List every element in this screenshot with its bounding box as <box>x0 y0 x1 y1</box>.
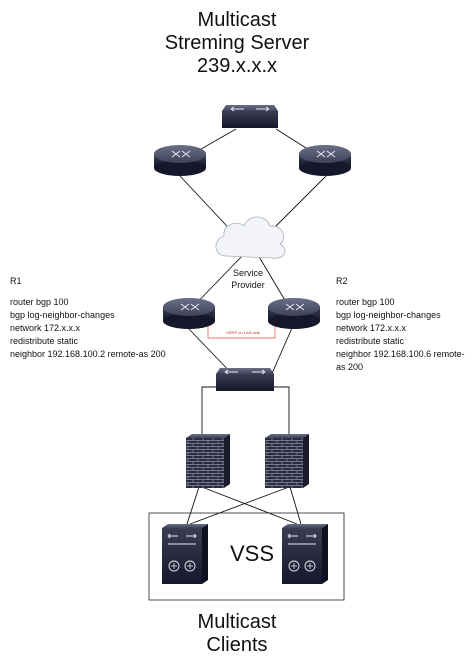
link-left-fw-right-vss <box>201 486 298 525</box>
links <box>179 128 327 525</box>
router-icon <box>163 298 215 329</box>
link-r2-switch <box>269 327 293 379</box>
r1-config-line: router bgp 100 <box>10 297 69 307</box>
link-right-fw-left-vss <box>189 486 290 525</box>
core-switch-icon <box>162 524 208 584</box>
core-switch-icon <box>282 524 328 584</box>
r2-config: router bgp 100 bgp log-neighbor-changes … <box>336 296 465 374</box>
router-icon <box>154 145 206 176</box>
link-left-fw-left-vss <box>186 486 200 525</box>
link-switch-right-firewall <box>270 386 290 438</box>
r2-config-line: bgp log-neighbor-changes <box>336 310 441 320</box>
switch-icon <box>222 105 278 128</box>
service-provider-label: Service Provider <box>218 267 278 291</box>
vss-label: VSS <box>230 541 275 566</box>
server-title-line2: Streming Server <box>164 32 310 54</box>
router-icon <box>299 145 351 176</box>
service-provider-line2: Provider <box>231 280 265 290</box>
r2-title: R2 <box>336 276 348 286</box>
server-title-line3: 239.x.x.x <box>196 55 278 77</box>
r1-title: R1 <box>10 276 22 286</box>
clients-title-line2: Clients <box>206 634 268 656</box>
r1-config-line: neighbor 192.168.100.2 remote-as 200 <box>10 349 166 359</box>
link-right-fw-right-vss <box>289 486 302 525</box>
r1-config-line: redistribute static <box>10 336 79 346</box>
r2-config-line: neighbor 192.168.100.6 remote- <box>336 349 465 359</box>
firewall-icon <box>265 434 309 488</box>
hsrp-label: HSRP on LAN side <box>226 330 260 335</box>
hsrp-link <box>207 323 276 339</box>
r2-config-line: as 200 <box>336 362 364 372</box>
r2-config-line: redistribute static <box>336 336 405 346</box>
router-icon <box>268 298 320 329</box>
clients-title-line1: Multicast <box>197 611 277 633</box>
vss-box <box>148 512 345 601</box>
r1-config-line: network 172.x.x.x <box>10 323 81 333</box>
r1-config: router bgp 100 bgp log-neighbor-changes … <box>10 296 166 361</box>
service-provider-line1: Service <box>232 268 263 278</box>
server-title-line1: Multicast <box>197 9 277 31</box>
switch-icon <box>216 368 274 391</box>
link-switch-left-firewall <box>201 386 230 438</box>
r2-config-line: network 172.x.x.x <box>336 323 407 333</box>
r1-config-line: bgp log-neighbor-changes <box>10 310 115 320</box>
firewall-icon <box>186 434 230 488</box>
r2-config-line: router bgp 100 <box>336 297 395 307</box>
cloud-icon <box>215 216 286 259</box>
